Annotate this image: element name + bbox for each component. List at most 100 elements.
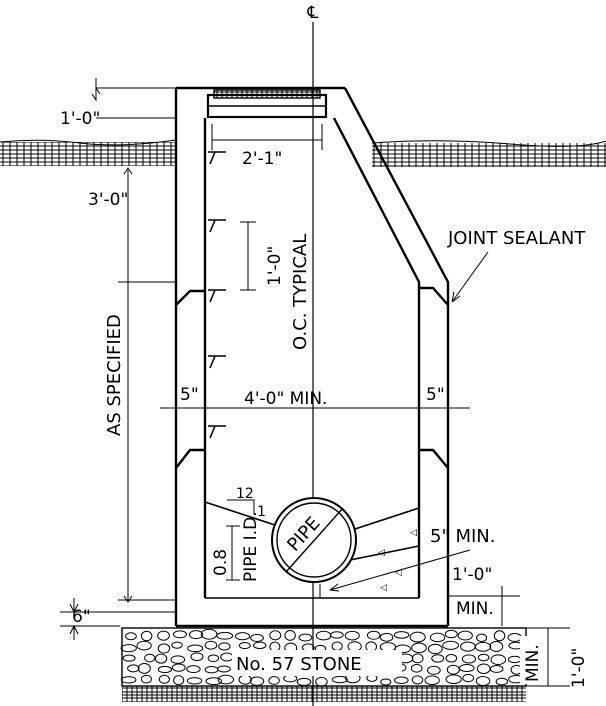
stone-pebble: [207, 654, 220, 663]
dim-opening: 2'-1": [211, 124, 323, 169]
stone-pebble: [393, 631, 410, 639]
stone-pebble: [136, 640, 152, 651]
dim-top-cover-label: 1'-0": [60, 109, 100, 129]
joint-right-lower: [419, 448, 449, 469]
joint-right-upper: [419, 286, 449, 306]
stone-pebble: [394, 644, 411, 654]
ground-surface-left: [0, 139, 177, 166]
pipe-id-label: PIPE I.D.: [241, 511, 261, 582]
steps: [208, 151, 226, 439]
inside-width-label: 4'-0" MIN.: [244, 389, 327, 409]
stone-pebble: [427, 643, 443, 655]
stone-pebble: [411, 653, 424, 664]
stone-pebble: [445, 653, 458, 663]
stone-pebble: [489, 665, 504, 673]
bench-factor-label: 0.8: [211, 549, 231, 576]
stone-pebble: [493, 630, 506, 642]
stone-pebble: [158, 674, 170, 684]
wall-right-label: 5": [426, 385, 445, 405]
stone-thickness-label: 1'-0": [569, 648, 589, 688]
stone-pebble: [445, 674, 462, 685]
joint-left-lower: [175, 448, 205, 469]
stone-pebble: [476, 633, 488, 643]
stone-pebble: [442, 640, 460, 650]
stone-label-bg: [232, 650, 402, 676]
stone-pebble: [296, 677, 312, 686]
stone-pebble: [431, 654, 445, 663]
stone-pebble: [217, 674, 235, 685]
svg-text:◁: ◁: [410, 528, 417, 538]
base-depth-label: 6": [72, 607, 91, 627]
stone-pebble: [140, 674, 152, 684]
stone-pebble: [216, 631, 234, 640]
stone-pebble: [144, 653, 156, 663]
stone-pebble: [394, 676, 409, 685]
base-extension-label: 1'-0": [452, 565, 492, 585]
stone-pebble: [457, 630, 473, 641]
stone-pebble: [409, 631, 426, 643]
stone-pebble: [186, 677, 203, 685]
stone-pebble: [284, 630, 296, 641]
stone-pebble: [120, 676, 137, 684]
stone-pebble: [495, 677, 508, 686]
stone-pebble: [154, 653, 168, 664]
stone-pebble: [127, 664, 140, 673]
stone-pebble: [171, 641, 183, 649]
stone-pebble: [172, 630, 187, 639]
stone-pebble: [238, 642, 251, 650]
stone-pebble: [489, 640, 504, 652]
svg-text:◁: ◁: [380, 583, 387, 593]
dim-depth-label: 3'-0": [88, 190, 128, 210]
frame-and-cover: [206, 89, 328, 119]
stone-pebble: [187, 644, 204, 653]
stone-pebble: [120, 644, 137, 653]
stone-pebble: [477, 653, 490, 662]
stone-pebble: [475, 675, 491, 687]
bench: ◁ ◁ ◁ ◁: [204, 501, 420, 593]
stone-pebble: [157, 643, 171, 654]
stone-min-label: MIN.: [523, 644, 543, 682]
stone-pebble: [249, 676, 265, 686]
stone-pebble: [253, 641, 267, 650]
dim-bench-height: 0.8 PIPE I.D.: [211, 511, 261, 582]
oc-typical-label: O.C. TYPICAL: [290, 234, 311, 350]
stone-pebble: [122, 654, 136, 662]
stone-pebble: [462, 673, 475, 683]
stone-pebble: [444, 629, 458, 639]
stone-pebble: [218, 642, 231, 651]
svg-text:◁: ◁: [395, 568, 402, 578]
stone-pebble: [446, 664, 460, 675]
stone-label: No. 57 STONE: [236, 654, 362, 675]
stone-pebble: [204, 640, 218, 650]
dim-floor: 5" MIN.: [319, 526, 495, 598]
stone-pebble: [186, 665, 201, 674]
svg-text:◁: ◁: [378, 548, 385, 558]
stone-pebble: [190, 652, 204, 662]
stone-pebble: [137, 662, 151, 674]
dim-base-depth: 6": [60, 598, 176, 640]
stone-pebble: [188, 630, 204, 640]
floor-thickness-label: 5" MIN.: [430, 526, 495, 547]
stone-pebble: [366, 630, 381, 640]
stone-pebble: [250, 633, 264, 642]
wall-left-label: 5": [180, 385, 199, 405]
dim-as-specified: AS SPECIFIED: [104, 282, 176, 603]
stone-pebble: [157, 665, 173, 674]
dim-step-spacing: 1'-0": [240, 221, 285, 291]
stone-pebble: [426, 665, 441, 675]
stone-pebble: [140, 630, 153, 642]
stone-pebble: [269, 630, 282, 641]
stone-pebble: [331, 675, 348, 684]
joint-sealant-callout: JOINT SEALANT: [447, 228, 586, 303]
stone-pebble: [410, 663, 423, 673]
joint-sealant-label: JOINT SEALANT: [447, 228, 586, 249]
dim-inside-width: 5" 4'-0" MIN. 5": [160, 385, 470, 416]
dim-stone: MIN. 1'-0": [520, 627, 589, 688]
dim-base-extension: 1'-0" MIN.: [448, 565, 520, 626]
stone-pebble: [217, 665, 231, 673]
manhole-wall-left: [174, 88, 207, 626]
stone-pebble: [268, 676, 280, 685]
dim-step-spacing-label: 1'-0": [265, 246, 285, 286]
stone-pebble: [298, 633, 313, 642]
slope-run-label: 12: [236, 486, 254, 502]
